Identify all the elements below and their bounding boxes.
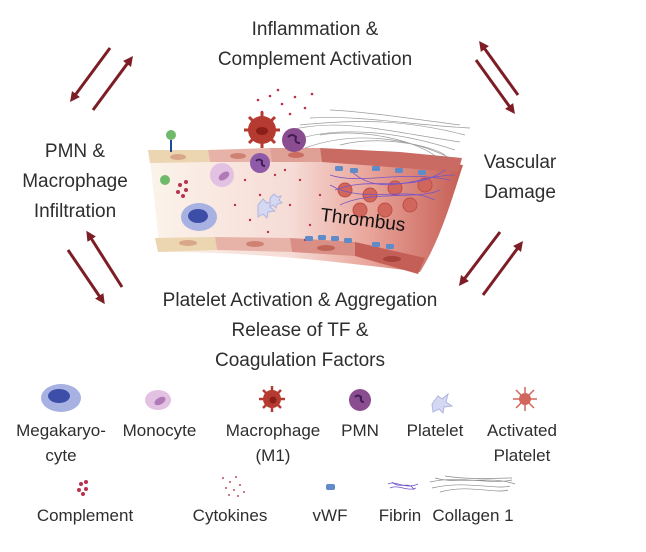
legend-item-complement: Complement bbox=[25, 503, 145, 528]
arrow-to-platelet-activation-2 bbox=[458, 231, 502, 286]
arrow-to-inflammation bbox=[91, 55, 133, 111]
node-pmn-line-1: PMN & bbox=[44, 141, 106, 162]
legend-item-vwf: vWF bbox=[300, 503, 360, 528]
legend-item-megakaryocyte: Megakaryo- cyte bbox=[6, 418, 116, 468]
cell-nucleus bbox=[230, 153, 246, 159]
vwf-molecules bbox=[305, 166, 426, 249]
megakaryocyte-cell bbox=[181, 203, 217, 231]
node-vascular-line-1: Vascular bbox=[483, 152, 557, 173]
legend-label: (M1) bbox=[255, 446, 291, 465]
pmn-cell bbox=[250, 153, 270, 173]
legend-item-platelet: Platelet bbox=[395, 418, 475, 443]
arrow-to-vascular-damage-2 bbox=[481, 240, 523, 296]
node-inflammation-line-1: Inflammation & bbox=[251, 19, 379, 40]
arrow-pair-inflammation-pmn bbox=[70, 47, 133, 111]
legend-label: Activated bbox=[487, 421, 557, 440]
blood-vessel-illustration bbox=[148, 88, 471, 274]
legend-item-pmn: PMN bbox=[330, 418, 390, 443]
node-pmn-line-2: Macrophage bbox=[22, 171, 128, 192]
node-platelet-line-1: Platelet Activation & Aggregation bbox=[162, 290, 438, 311]
arrow-pair-platelet-pmn bbox=[66, 230, 124, 305]
legend-label: Cytokines bbox=[192, 506, 268, 525]
legend-item-macrophage: Macrophage (M1) bbox=[218, 418, 328, 468]
legend-item-monocyte: Monocyte bbox=[112, 418, 207, 443]
cytokine-dots bbox=[233, 88, 322, 242]
complement-cluster bbox=[176, 180, 188, 198]
node-vascular-damage: Vascular Damage bbox=[465, 148, 575, 208]
node-platelet-line-3: Coagulation Factors bbox=[214, 350, 386, 371]
legend-label: Complement bbox=[36, 506, 134, 525]
fibrin-mesh bbox=[329, 169, 456, 206]
arrow-to-pmn-infiltration-2 bbox=[86, 230, 124, 288]
arrow-to-pmn-infiltration bbox=[70, 47, 112, 103]
legend-label: PMN bbox=[341, 421, 379, 440]
macrophage-cell bbox=[244, 112, 280, 148]
legend-label: Platelet bbox=[406, 421, 464, 440]
legend-label: Monocyte bbox=[122, 421, 197, 440]
legend-label: Macrophage bbox=[225, 421, 321, 440]
arrow-pair-inflammation-vascular bbox=[474, 40, 520, 115]
pmn-cell bbox=[282, 128, 306, 152]
arrow-pair-vascular-platelet bbox=[458, 231, 523, 296]
legend-item-cytokines: Cytokines bbox=[175, 503, 285, 528]
node-vascular-line-2: Damage bbox=[484, 182, 556, 203]
legend-item-activated-platelet: Activated Platelet bbox=[472, 418, 572, 468]
legend-label: cyte bbox=[45, 446, 77, 465]
node-platelet-line-2: Release of TF & bbox=[231, 320, 369, 341]
activated-platelet-cluster bbox=[337, 177, 433, 218]
legend-item-collagen: Collagen 1 bbox=[418, 503, 528, 528]
cell-nucleus bbox=[317, 245, 335, 251]
cell-nucleus bbox=[288, 152, 304, 158]
node-pmn-line-3: Infiltration bbox=[33, 201, 117, 222]
legend-label: Megakaryo- bbox=[16, 421, 106, 440]
legend-label: vWF bbox=[312, 506, 348, 525]
collagen-fibers bbox=[289, 109, 471, 161]
cell-nucleus bbox=[383, 256, 401, 262]
cell-nucleus bbox=[170, 154, 186, 160]
node-inflammation-line-2: Complement Activation bbox=[217, 49, 413, 70]
node-platelet-activation: Platelet Activation & Aggregation Releas… bbox=[100, 286, 500, 376]
legend-label: Fibrin bbox=[378, 506, 422, 525]
arrow-to-vascular-damage bbox=[474, 59, 515, 115]
arrow-to-platelet-activation bbox=[66, 249, 105, 305]
node-pmn-infiltration: PMN & Macrophage Infiltration bbox=[0, 137, 150, 227]
platelet-cluster bbox=[257, 193, 284, 220]
arrow-to-inflammation-2 bbox=[479, 40, 520, 96]
cell-nucleus bbox=[246, 241, 264, 247]
monocyte-cell bbox=[210, 163, 234, 187]
legend-item-fibrin: Fibrin bbox=[365, 503, 435, 528]
node-inflammation: Inflammation & Complement Activation bbox=[150, 15, 480, 75]
endothelial-cell bbox=[320, 148, 462, 172]
legend-label: Platelet bbox=[493, 446, 551, 465]
receptor-ligand bbox=[160, 130, 176, 185]
cell-nucleus bbox=[179, 240, 197, 246]
legend-label: Collagen 1 bbox=[432, 506, 514, 525]
